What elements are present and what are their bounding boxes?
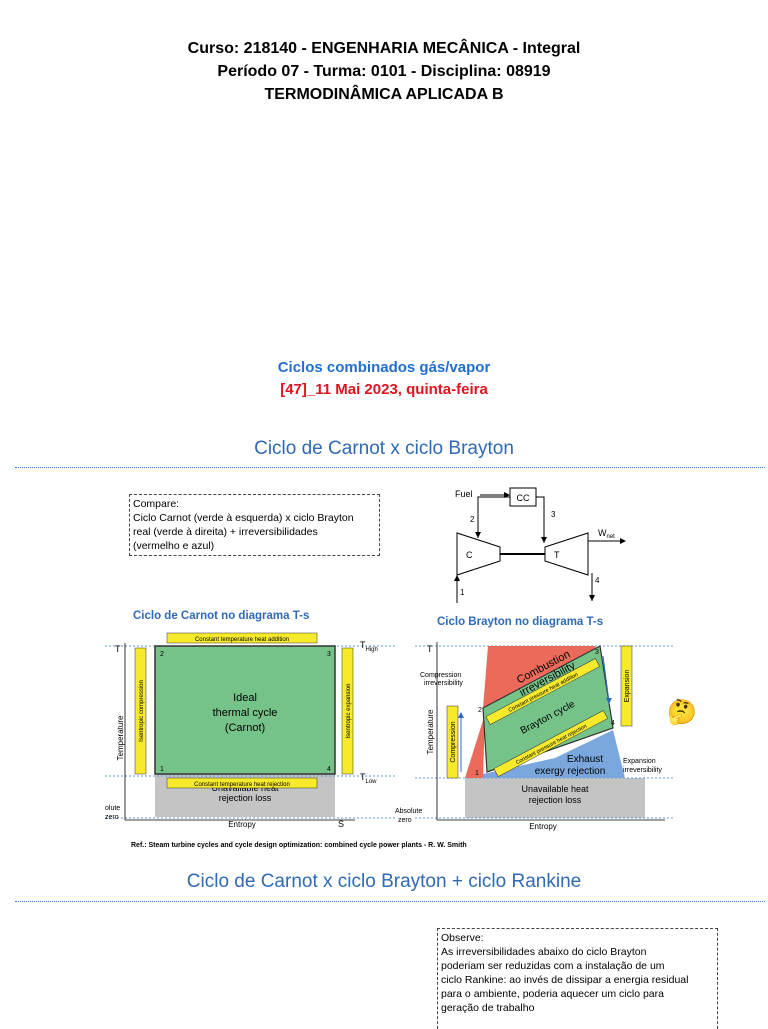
gas-turbine-schematic: Fuel CC C T Wnet 1 2 3 4 [454, 487, 626, 603]
cc-label: CC [517, 493, 530, 503]
point-2: 2 [478, 707, 482, 714]
brayton-cycle-area [482, 645, 614, 773]
note-line: Observe: [441, 932, 484, 944]
course-period: Período 07 - Turma: 0101 - Disciplina: 0… [217, 63, 551, 80]
note-line: real (verde à direita) + irreversibilida… [133, 526, 318, 538]
state-2-label: 2 [470, 515, 475, 524]
turbine [544, 532, 589, 576]
t-axis-label: T [115, 644, 121, 654]
s-axis-label: S [338, 819, 344, 829]
course-title: Curso: 218140 - ENGENHARIA MECÂNICA - In… [187, 40, 581, 57]
expansion-bar [341, 647, 354, 775]
section1-title: Ciclo de Carnot x ciclo Brayton [254, 438, 514, 459]
point-1: 1 [475, 770, 479, 777]
carnot-center-label: thermal cycle [213, 707, 278, 719]
absolute-zero-label: olute [105, 805, 120, 812]
reference-text: Ref.: Steam turbine cycles and cycle des… [131, 842, 467, 849]
lesson-topic: Ciclos combinados gás/vapor [277, 359, 491, 376]
carnot-caption: Ciclo de Carnot no diagrama T-s [133, 610, 310, 622]
point-2: 2 [160, 651, 164, 658]
absolute-zero-label: zero [105, 814, 119, 821]
section2-title: Ciclo de Carnot x ciclo Brayton + ciclo … [186, 871, 582, 892]
compressor-label: C [466, 550, 473, 560]
compression-bar [134, 647, 147, 775]
turbine-label: T [554, 550, 560, 560]
fuel-label: Fuel [455, 489, 473, 499]
heat-rejection-label: Constant temperature heat rejection [194, 782, 290, 788]
expansion-irr-label: irreversibility [623, 767, 662, 774]
loss-label: rejection loss [529, 795, 582, 805]
note-line: Ciclo Carnot (verde à esquerda) x ciclo … [133, 512, 354, 524]
course-discipline: TERMODINÂMICA APLICADA B [264, 86, 504, 103]
wnet-label: Wnet [598, 528, 615, 540]
heat-addition-bar [166, 632, 318, 644]
carnot-cycle-area [154, 645, 336, 775]
loss-label: Unavailable heat [521, 784, 589, 794]
unavailable-heat-area [465, 778, 645, 818]
expansion-bar-label: Expansion [624, 670, 631, 703]
exhaust-exergy-area [465, 730, 625, 778]
point-3: 3 [595, 649, 599, 656]
expansion-bar [620, 645, 633, 727]
compressor [456, 532, 501, 576]
point-4: 4 [327, 766, 331, 773]
note-line: As irreversibilidades abaixo do ciclo Br… [441, 946, 647, 958]
carnot-center-label: (Carnot) [225, 722, 265, 734]
temperature-axis-label: Temperature [116, 715, 125, 760]
expansion-irr-label: Expansion [623, 758, 656, 765]
compression-bar-label: Compression [450, 721, 457, 762]
compression-irr-label: irreversibility [424, 680, 463, 687]
point-1: 1 [160, 766, 164, 773]
point-4: 4 [611, 720, 615, 727]
thinking-face-icon: 🤔 [667, 699, 697, 726]
section2-divider [15, 901, 765, 902]
entropy-axis-label: Entropy [529, 822, 557, 831]
note-line: para o ambiente, poderia aquecer um cicl… [441, 988, 664, 1000]
brayton-caption: Ciclo Brayton no diagrama T-s [437, 616, 604, 628]
entropy-axis-label: Entropy [228, 820, 256, 829]
exhaust-label: Exhaust [567, 754, 603, 765]
state-3-label: 3 [551, 510, 556, 519]
brayton-ts-diagram: Unavailable heat rejection loss Exhaust … [395, 642, 675, 831]
point-3: 3 [327, 651, 331, 658]
compression-bar [446, 705, 459, 779]
absolute-zero-label: Absolute [395, 808, 422, 815]
observe-note: Observe: As irreversibilidades abaixo do… [437, 928, 718, 1029]
compression-irreversibility-area [465, 714, 485, 778]
exhaust-label: exergy rejection [535, 766, 606, 777]
lesson-date: [47]_11 Mai 2023, quinta-feira [280, 381, 488, 398]
note-line: poderiam ser reduzidas com a instalação … [441, 960, 665, 972]
t-axis-label: T [427, 644, 433, 654]
loss-label: rejection loss [219, 793, 272, 803]
t-high-label: THigh [360, 640, 378, 653]
t-low-label: TLow [360, 772, 377, 785]
compression-label: Isentropic compression [139, 680, 145, 742]
state-1-label: 1 [460, 588, 465, 597]
heat-rejection-bar [166, 777, 318, 789]
compression-irr-label: Compression [420, 672, 461, 679]
note-line: Compare: [133, 498, 180, 510]
section1-divider [15, 467, 765, 468]
note-line: ciclo Rankine: ao invés de dissipar a en… [441, 974, 689, 986]
absolute-zero-label: zero [398, 817, 412, 824]
heat-addition-label: Constant temperature heat addition [195, 637, 289, 643]
state-4-label: 4 [595, 576, 600, 585]
compare-note: Compare: Ciclo Carnot (verde à esquerda)… [129, 494, 380, 556]
carnot-ts-diagram: Unavailable heat rejection loss Ideal th… [105, 632, 395, 829]
note-line: (vermelho e azul) [133, 540, 215, 552]
carnot-center-label: Ideal [233, 692, 257, 704]
expansion-label: Isentropic expansion [346, 683, 352, 738]
temperature-axis-label: Temperature [426, 709, 435, 754]
note-line: geração de trabalho [441, 1002, 535, 1014]
